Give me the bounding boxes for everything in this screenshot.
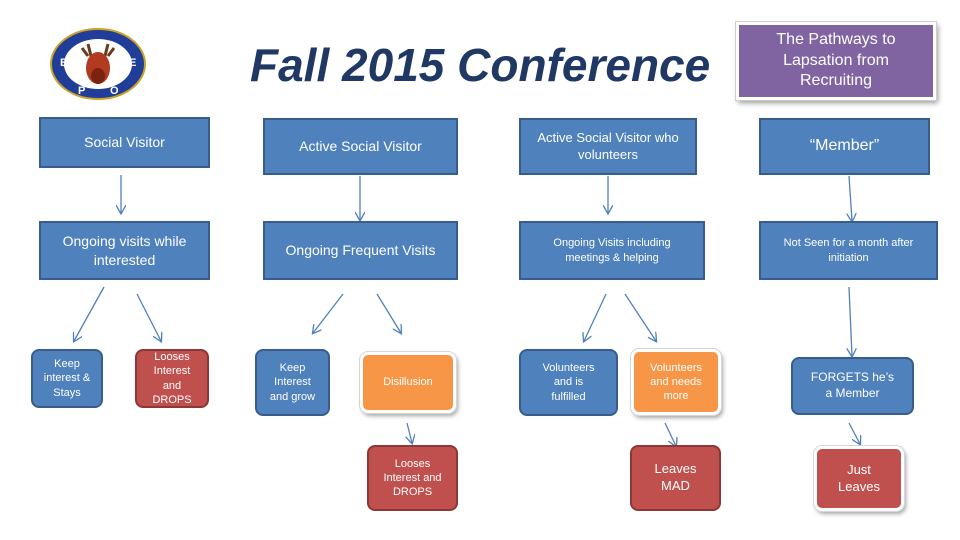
looses-interest-drops-box-1: Looses Interest and DROPS [135, 349, 209, 408]
arrow-member-stage-to-forgets [849, 286, 852, 356]
keep-interest-stays-box: Keep interest & Stays [31, 349, 103, 408]
not-seen-month-box: Not Seen for a month after initiation [759, 221, 938, 280]
social-visitor-box: Social Visitor [39, 117, 210, 168]
forgets-member-box: FORGETS he’s a Member [791, 357, 914, 415]
ongoing-visits-meetings-box: Ongoing Visits including meetings & help… [519, 221, 705, 280]
arrow-active-stage-to-keep [313, 293, 344, 333]
active-social-visitor-box: Active Social Visitor [263, 118, 458, 175]
member-box: “Member” [759, 118, 930, 175]
keep-interest-grow-box: Keep Interest and grow [255, 349, 330, 416]
elk-emblem-icon: B P O E [50, 28, 146, 100]
arrow-volunteer-stage-to-needs-more [624, 293, 656, 341]
page-title: Fall 2015 Conference [250, 39, 711, 91]
logo-letter-o: O [110, 85, 119, 97]
ongoing-frequent-visits-box: Ongoing Frequent Visits [263, 221, 458, 280]
arrow-forgets-to-just-leaves [848, 422, 860, 444]
arrow-active-stage-to-disillusion [376, 293, 401, 333]
logo-letter-e: E [129, 57, 136, 69]
arrow-social-stage-to-keep [74, 286, 105, 341]
arrow-disillusion-to-drops [407, 422, 412, 443]
arrow-social-stage-to-drops [136, 293, 161, 341]
ongoing-visits-interested-box: Ongoing visits while interested [39, 221, 210, 280]
arrow-volunteer-stage-to-fulfilled [584, 293, 607, 341]
logo-letter-p: P [78, 85, 85, 97]
arrow-needs-more-to-leaves [664, 422, 676, 446]
looses-interest-drops-box-2: Looses Interest and DROPS [367, 445, 458, 511]
just-leaves-box: Just Leaves [814, 446, 904, 511]
volunteers-fulfilled-box: Volunteers and is fulfilled [519, 349, 618, 416]
volunteers-needs-more-box: Volunteers and needs more [631, 349, 721, 415]
arrow-member-header-to-stage [849, 175, 852, 221]
active-social-visitor-volunteers-box: Active Social Visitor who volunteers [519, 118, 697, 175]
logo-letter-b: B [60, 57, 68, 69]
disillusion-box: Disillusion [360, 352, 456, 413]
leaves-mad-box: Leaves MAD [630, 445, 721, 511]
pathways-callout: The Pathways to Lapsation from Recruitin… [736, 22, 936, 100]
